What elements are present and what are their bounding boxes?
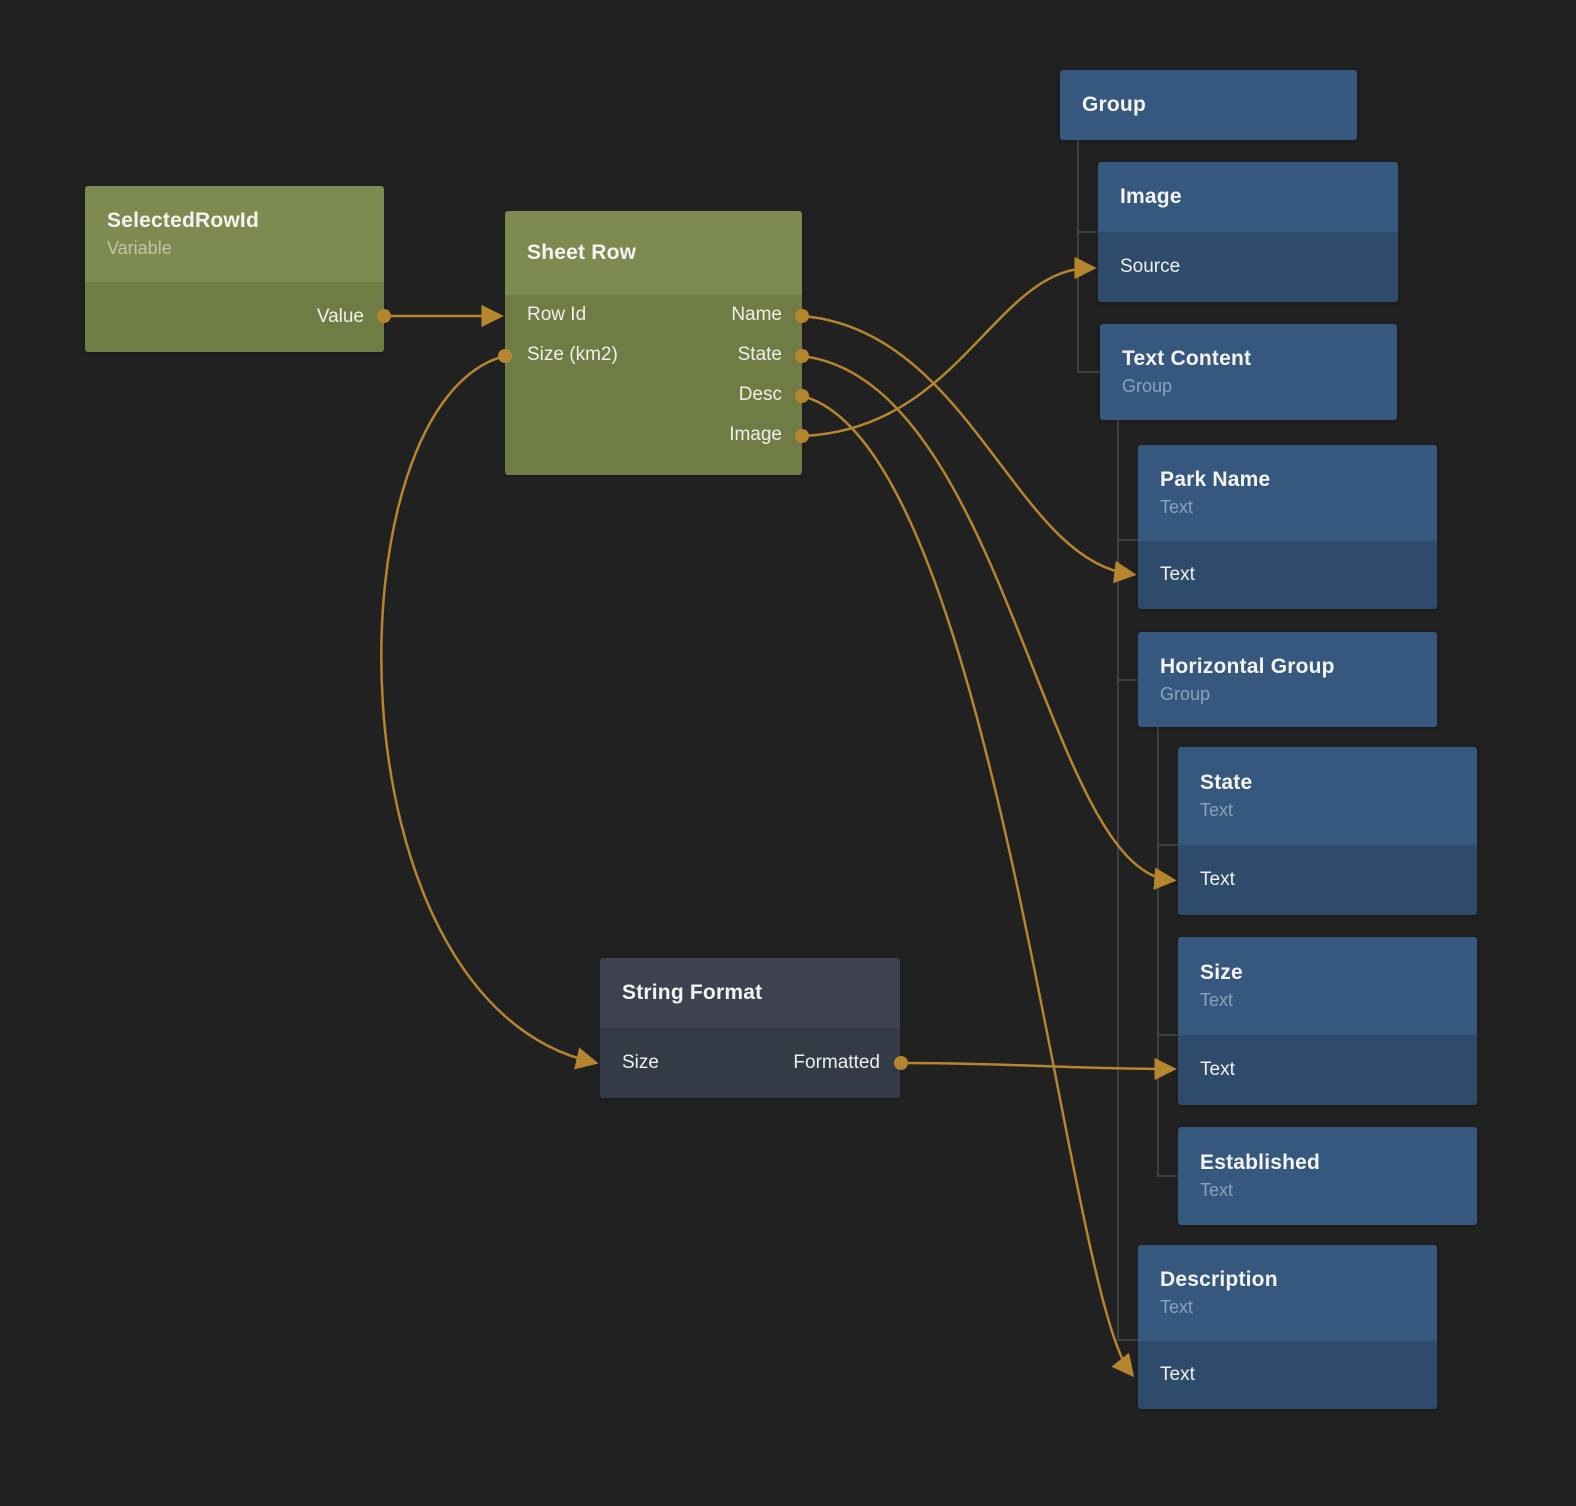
- node-established[interactable]: Established Text: [1178, 1127, 1477, 1225]
- output-port-state[interactable]: State: [737, 344, 782, 365]
- node-title: Image: [1120, 185, 1182, 208]
- node-ports: Text: [1138, 1341, 1437, 1409]
- node-header: Group: [1060, 70, 1357, 140]
- node-image[interactable]: Image Source: [1098, 162, 1398, 302]
- input-port-text[interactable]: Text: [1200, 869, 1235, 890]
- connection-state-to-state-text[interactable]: [801, 354, 1177, 890]
- node-subtitle: Group: [1122, 376, 1173, 396]
- node-title: String Format: [622, 981, 763, 1004]
- node-title: State: [1200, 771, 1253, 794]
- connection-formatted-to-size-text[interactable]: [900, 1057, 1177, 1081]
- connection-desc-to-description-text[interactable]: [801, 394, 1135, 1378]
- node-subtitle: Text: [1160, 497, 1194, 517]
- node-header: State Text: [1178, 747, 1477, 845]
- node-description[interactable]: Description Text Text: [1138, 1245, 1437, 1409]
- node-header: Established Text: [1178, 1127, 1477, 1225]
- node-subtitle: Variable: [107, 238, 172, 258]
- input-port-source[interactable]: Source: [1120, 256, 1181, 277]
- node-header: Park Name Text: [1138, 445, 1437, 541]
- node-ports: Size Formatted: [600, 1028, 900, 1098]
- node-header: Text Content Group: [1100, 324, 1397, 420]
- node-ports: Row Id Name Size (km2) State Desc Image: [505, 295, 802, 475]
- node-subtitle: Group: [1160, 683, 1211, 704]
- node-title: Size: [1200, 961, 1243, 984]
- input-port-size[interactable]: Size: [622, 1052, 659, 1073]
- node-title: Description: [1160, 1268, 1278, 1291]
- node-ports: Source: [1098, 232, 1398, 302]
- node-ports: Text: [1178, 1035, 1477, 1105]
- input-port-text[interactable]: Text: [1200, 1059, 1235, 1080]
- node-ports: Text: [1178, 845, 1477, 915]
- output-port-desc[interactable]: Desc: [738, 384, 782, 405]
- node-group[interactable]: Group: [1060, 70, 1357, 140]
- output-port-value[interactable]: Value: [316, 306, 364, 327]
- input-port-text[interactable]: Text: [1160, 1364, 1195, 1385]
- node-subtitle: Text: [1200, 800, 1234, 820]
- hierarchy-line: [1157, 727, 1178, 1177]
- node-park-name[interactable]: Park Name Text Text: [1138, 445, 1437, 609]
- node-title: Park Name: [1160, 468, 1271, 491]
- output-port-name[interactable]: Name: [731, 304, 782, 325]
- node-title: Text Content: [1122, 347, 1252, 370]
- node-header: Horizontal Group Group: [1138, 632, 1437, 727]
- node-header: Sheet Row: [505, 211, 802, 295]
- node-horizontal-group[interactable]: Horizontal Group Group: [1138, 632, 1437, 727]
- node-header: String Format: [600, 958, 900, 1028]
- node-title: Group: [1082, 93, 1146, 116]
- node-subtitle: Text: [1200, 1180, 1234, 1200]
- node-state[interactable]: State Text Text: [1178, 747, 1477, 915]
- node-subtitle: Text: [1160, 1297, 1194, 1317]
- node-header: Image: [1098, 162, 1398, 232]
- node-header: Size Text: [1178, 937, 1477, 1035]
- input-port-row-id[interactable]: Row Id: [527, 304, 587, 325]
- node-string-format[interactable]: String Format Size Formatted: [600, 958, 900, 1098]
- node-size[interactable]: Size Text Text: [1178, 937, 1477, 1105]
- node-title: Sheet Row: [527, 241, 637, 264]
- node-ports: Text: [1138, 541, 1437, 609]
- output-port-image[interactable]: Image: [729, 424, 782, 445]
- connection-name-to-parkname-text[interactable]: [801, 314, 1137, 584]
- node-title: Horizontal Group: [1160, 654, 1335, 678]
- input-port-size-km2[interactable]: Size (km2): [527, 344, 618, 365]
- hierarchy-line: [1077, 140, 1100, 373]
- node-selectedrowid[interactable]: SelectedRowId Variable Value: [85, 186, 384, 352]
- node-subtitle: Text: [1200, 990, 1234, 1010]
- node-text-content[interactable]: Text Content Group: [1100, 324, 1397, 420]
- node-header: Description Text: [1138, 1245, 1437, 1341]
- input-port-text[interactable]: Text: [1160, 564, 1195, 585]
- node-sheet-row[interactable]: Sheet Row Row Id Name Size (km2) State D…: [505, 211, 802, 475]
- connection-image-to-image-source[interactable]: [801, 256, 1097, 438]
- node-title: SelectedRowId: [107, 209, 259, 232]
- output-port-formatted[interactable]: Formatted: [793, 1052, 880, 1073]
- hierarchy-line: [1117, 420, 1138, 1341]
- node-ports: Value: [85, 282, 384, 352]
- node-title: Established: [1200, 1151, 1321, 1174]
- node-header: SelectedRowId Variable: [85, 186, 384, 282]
